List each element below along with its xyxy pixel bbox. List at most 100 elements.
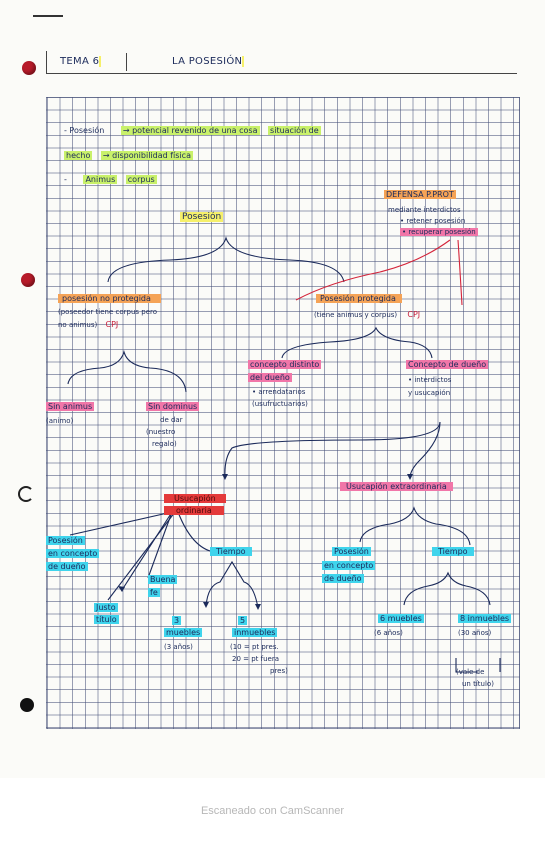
header-tema: TEMA 6 (60, 56, 102, 67)
ex-posesion-1-text: Posesión (332, 547, 371, 556)
usucapion-ordinaria-1: Usucapión (164, 494, 226, 503)
ord-posesion-2: en concepto (46, 549, 100, 559)
red-ring-hole-top (22, 61, 36, 75)
justo-titulo-1-text: Justo (94, 603, 118, 612)
left-branch-title-text: posesión no protegida (58, 294, 161, 303)
ex-tiempo: Tiempo (432, 547, 474, 557)
ord-posesion-1: Posesión (46, 536, 85, 546)
dash-mark (33, 15, 63, 17)
justo-titulo-2: título (94, 615, 119, 625)
grid-paper (46, 97, 520, 729)
sin-dominus-sub-1: de dar (160, 416, 183, 424)
left-branch-desc-1: (poseedor tiene corpus pero (58, 308, 158, 316)
note-situacion: situación de (268, 126, 321, 135)
ord-muebles-3: (3 años) (164, 643, 193, 651)
sin-dominus-text: Sin dominus (146, 402, 200, 411)
justo-titulo-2-text: título (94, 615, 119, 624)
sin-animus: Sin animus (46, 402, 95, 412)
ord-inmuebles-1: 5 (238, 616, 248, 626)
usucapion-ordinaria: Usucapión (164, 494, 226, 504)
left-branch-desc-2: no animus) CPJ (58, 320, 118, 330)
ord-posesion-3-text: de dueño (46, 562, 88, 571)
ex-inmuebles: 8 inmuebles (458, 614, 512, 624)
concepto-dueno-text: Concepto de dueño (406, 360, 489, 369)
concepto-distinto-3: • arrendatarios (252, 388, 306, 396)
right-branch-desc: (tiene animus y corpus) CPJ (314, 310, 420, 320)
note-animus: Animus (83, 175, 118, 184)
ord-posesion-3: de dueño (46, 562, 88, 572)
ex-note-1: (vale de (456, 668, 485, 676)
usucapion-extraordinaria: Usucapión extraordinaria (340, 482, 453, 492)
right-branch-desc-text: (tiene animus y corpus) (314, 311, 398, 319)
ord-inmuebles-1-text: 5 (238, 616, 248, 625)
note-line-2: hecho → disponibilidad física (64, 151, 193, 161)
header-box (46, 51, 517, 74)
usucapion-ordinaria-line-2: ordinaria (164, 506, 224, 516)
sin-animus-sub: (animo) (46, 417, 74, 425)
sin-dominus-sub-3: regalo) (152, 440, 177, 448)
sin-dominus-sub-2: (nuestro (146, 428, 176, 436)
ord-tiempo-text: Tiempo (210, 547, 252, 556)
sin-dominus: Sin dominus (146, 402, 200, 412)
left-branch-desc-2-text: no animus) (58, 321, 98, 329)
ex-posesion-1: Posesión (332, 547, 371, 557)
ex-tiempo-text: Tiempo (432, 547, 474, 556)
ord-inmuebles-5: pres) (270, 667, 288, 675)
ord-posesion-1-text: Posesión (46, 536, 85, 545)
ex-muebles: 6 muebles (378, 614, 424, 624)
sin-animus-text: Sin animus (46, 402, 95, 411)
defensa-line-1: mediante interdictos (388, 206, 461, 214)
concepto-dueno-3: y usucapión (408, 389, 451, 397)
defensa-line-2: • retener posesión (400, 217, 466, 225)
buena-fe-1: Buena (148, 575, 178, 585)
ex-note-2: un título) (462, 680, 494, 688)
ex-inmuebles-anos: (30 años) (458, 629, 492, 637)
usucapion-ordinaria-2: ordinaria (164, 506, 224, 515)
ord-muebles-1-text: 3 (172, 616, 182, 625)
justo-titulo-1: Justo (94, 603, 118, 613)
note-dash: - (64, 175, 67, 184)
ex-muebles-text: 6 muebles (378, 614, 424, 623)
defensa-title-text: DEFENSA P.PROT (384, 190, 456, 199)
ord-muebles-1: 3 (172, 616, 182, 626)
defensa-title: DEFENSA P.PROT (384, 190, 456, 200)
concepto-dueno: Concepto de dueño (406, 360, 489, 370)
concepto-distinto-2: del dueño (248, 373, 292, 383)
scanner-watermark: Escaneado con CamScanner (200, 805, 345, 817)
ord-inmuebles-2: inmuebles (232, 628, 278, 638)
ord-inmuebles-3: (10 = pt pres. (230, 643, 279, 651)
ex-posesion-3-text: de dueño (322, 574, 364, 583)
note-line-1: - Posesión → potencial revenido de una c… (64, 126, 321, 136)
note-line-3: - Animus corpus (64, 175, 157, 185)
ex-muebles-anos: (6 años) (374, 629, 403, 637)
ex-posesion-2: en concepto (322, 561, 376, 571)
buena-fe-2-text: fe (148, 588, 160, 597)
ord-inmuebles-2-text: inmuebles (232, 628, 278, 637)
ex-posesion-3: de dueño (322, 574, 364, 584)
header-separator (126, 53, 127, 71)
red-ring-hole-mid (21, 273, 35, 287)
note-definicion: → potencial revenido de una cosa (120, 126, 260, 135)
open-ring-hole (18, 486, 34, 502)
right-branch-title: Posesión protegida (316, 294, 402, 304)
defensa-line-3-text: • recuperar posesión (400, 228, 478, 236)
defensa-line-3: • recuperar posesión (400, 227, 478, 237)
left-branch-title: posesión no protegida (58, 294, 161, 304)
ord-tiempo: Tiempo (210, 547, 252, 557)
root-posesion: Posesión (180, 212, 224, 222)
note-corpus: corpus (125, 175, 157, 184)
notebook-sheet: TEMA 6 LA POSESIÓN (18, 15, 520, 729)
concepto-dueno-2: • interdictos (408, 376, 452, 384)
left-branch-code: CPJ (105, 320, 119, 329)
concepto-distinto-text: concepto distinto (248, 360, 322, 369)
buena-fe-2: fe (148, 588, 160, 598)
concepto-distinto: concepto distinto (248, 360, 322, 370)
header-tema-text: TEMA 6 (60, 56, 100, 67)
concepto-distinto-2-text: del dueño (248, 373, 292, 382)
right-branch-code: CPJ (407, 310, 421, 319)
right-branch-title-text: Posesión protegida (316, 294, 402, 303)
note-posesion: - Posesión (64, 126, 105, 135)
buena-fe-1-text: Buena (148, 575, 178, 584)
ord-inmuebles-4: 20 = pt fuera (232, 655, 280, 663)
